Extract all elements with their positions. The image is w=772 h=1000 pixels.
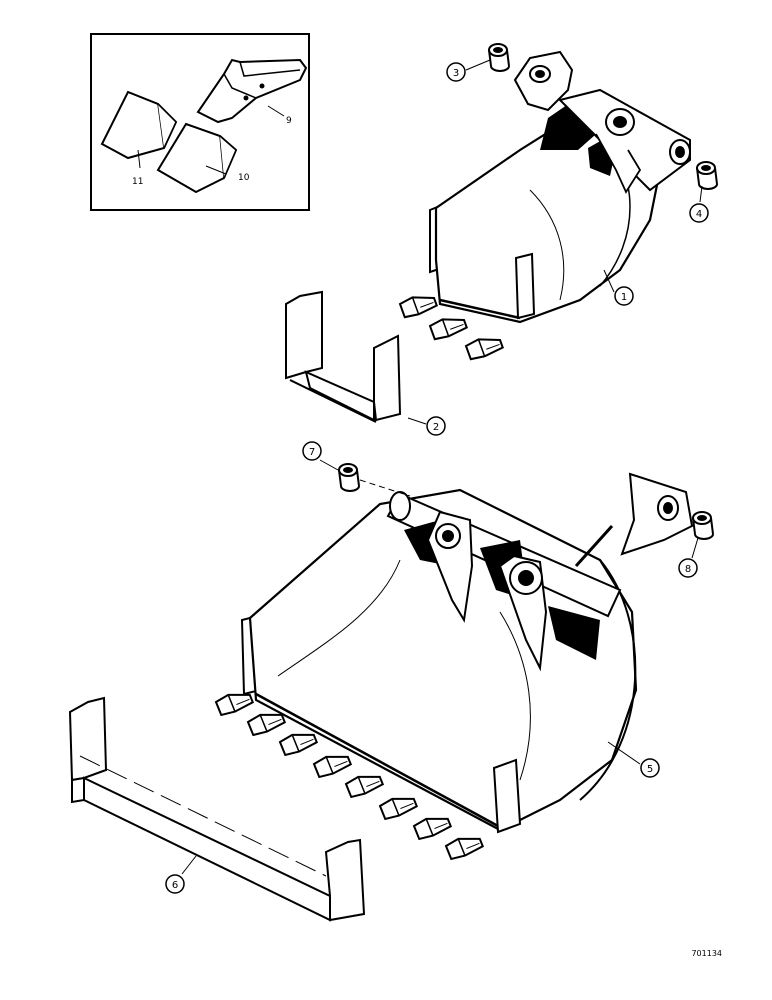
- figure-code: 701134: [691, 949, 722, 958]
- inset-tooth-parts: 9 10 11: [90, 33, 310, 211]
- part-4-bushing: [696, 161, 718, 190]
- callout-5: 5: [647, 764, 653, 775]
- callout-10: 10: [238, 173, 250, 183]
- callout-2-group: 2: [407, 416, 446, 436]
- callout-7: 7: [309, 447, 315, 458]
- callout-6-group: 6: [165, 855, 197, 894]
- part-9-tooth-adapter: [196, 58, 308, 124]
- callout-6: 6: [172, 880, 178, 891]
- callout-3-group: 3: [446, 59, 491, 82]
- callout-5-group: 5: [607, 741, 660, 778]
- part-1-narrow-bucket: [398, 50, 691, 363]
- inset-frame: [90, 33, 310, 211]
- callout-3: 3: [453, 68, 459, 79]
- callout-8: 8: [685, 564, 691, 575]
- callout-4-group: 4: [689, 185, 709, 223]
- part-11-tooth-wedge: [100, 90, 178, 160]
- side-plate-piece: [574, 472, 694, 568]
- callout-1: 1: [621, 292, 627, 303]
- callout-8-group: 8: [678, 537, 699, 578]
- part-8-bushing: [692, 511, 714, 540]
- callout-1-group: 1: [603, 269, 634, 306]
- callout-9: 9: [286, 116, 292, 126]
- part-2-narrow-guard: [285, 290, 402, 423]
- part-6-wide-guard: [68, 696, 366, 922]
- callout-7-group: 7: [302, 441, 339, 471]
- callout-2: 2: [433, 422, 439, 433]
- callout-11: 11: [132, 177, 143, 187]
- part-7-bushing: [338, 463, 360, 492]
- part-10-tooth-wedge: [156, 122, 238, 194]
- part-5-wide-bucket: [214, 488, 638, 862]
- callout-4: 4: [696, 209, 702, 220]
- part-3-bushing: [488, 43, 510, 72]
